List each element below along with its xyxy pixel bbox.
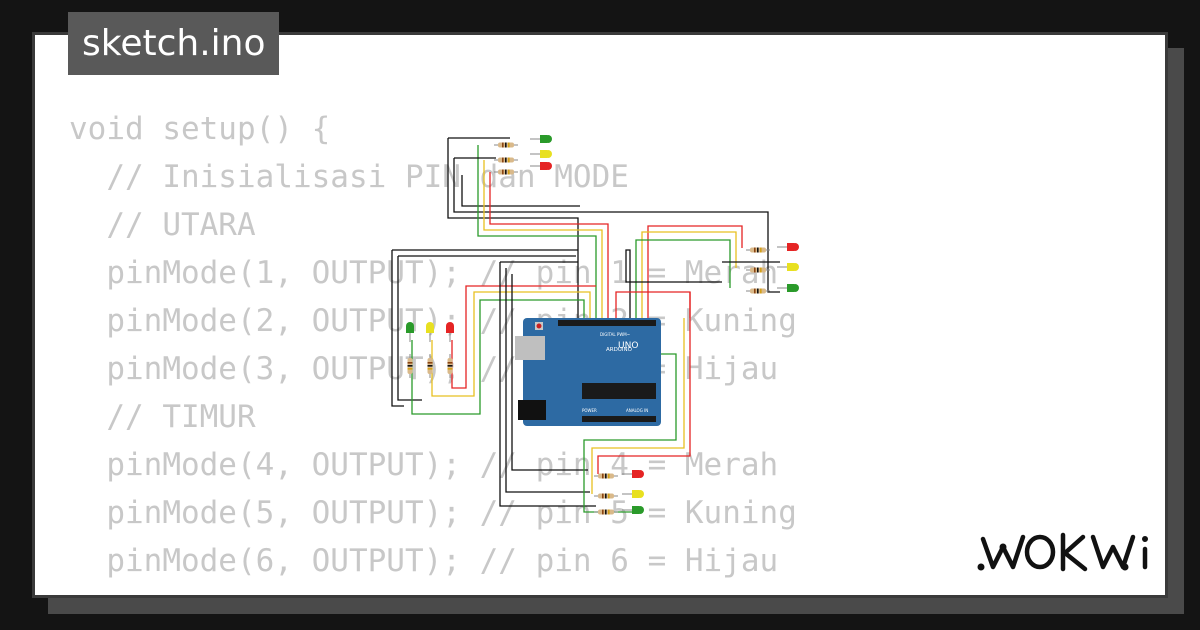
arduino-uno-board: DIGITAL PWM~ ARDUINO UNO POWER ANALOG IN <box>515 318 661 426</box>
reset-button-cap <box>536 323 542 329</box>
code-line: // UTARA <box>69 207 256 243</box>
led-body <box>540 150 547 158</box>
led-dome <box>426 322 434 330</box>
led-dome <box>446 322 454 330</box>
resistor-band <box>508 142 510 148</box>
resistor-band <box>760 267 762 273</box>
led-body <box>632 490 639 498</box>
resistor-band <box>602 509 604 515</box>
power-label: POWER <box>582 408 597 413</box>
digital-label: DIGITAL PWM~ <box>600 332 630 337</box>
resistor-band <box>407 365 413 367</box>
usb-connector <box>515 336 545 360</box>
led-dome <box>636 490 644 498</box>
code-line: pinMode(4, OUTPUT); // pin 4 = Merah <box>69 447 779 483</box>
sketch-file-tab[interactable]: sketch.ino <box>68 12 280 75</box>
resistor-band <box>427 365 433 367</box>
resistor-band <box>605 509 607 515</box>
board-brand: ARDUINO <box>606 347 633 353</box>
code-line: pinMode(1, OUTPUT); // pin 1 = Merah <box>69 255 779 291</box>
code-line: // Inisialisasi PIN dan MODE <box>69 159 629 195</box>
led-dome <box>791 284 799 292</box>
led-dome <box>544 135 552 143</box>
code-line: pinMode(6, OUTPUT); // pin 6 = Hijau <box>69 543 779 579</box>
resistor-band <box>754 267 756 273</box>
led-dome <box>406 322 414 330</box>
resistor-band <box>754 288 756 294</box>
led-body <box>787 243 794 251</box>
resistor-band <box>447 362 453 364</box>
analog-header <box>582 416 656 422</box>
led-dome <box>791 263 799 271</box>
resistor-band <box>608 473 610 479</box>
resistor-band <box>757 267 759 273</box>
digital-header <box>558 320 656 326</box>
code-line: pinMode(2, OUTPUT); // pin 2 = Kuning <box>69 303 797 339</box>
code-line: void setup() { <box>69 111 331 147</box>
resistor-band <box>508 157 510 163</box>
traffic-light-components <box>406 135 799 515</box>
microcontroller-chip <box>582 383 656 399</box>
led-dome <box>544 150 552 158</box>
led-body <box>540 135 547 143</box>
resistor-band <box>602 473 604 479</box>
resistor-band <box>605 493 607 499</box>
resistor-band <box>505 169 507 175</box>
code-line: pinMode(5, OUTPUT); // pin 5 = Kuning <box>69 495 797 531</box>
resistor-band <box>427 368 433 370</box>
analog-label: ANALOG IN <box>626 408 648 413</box>
led-dome <box>544 162 552 170</box>
led-dome <box>791 243 799 251</box>
code-line: // SELATAN <box>69 585 797 595</box>
resistor-band <box>754 247 756 253</box>
resistor-band <box>508 169 510 175</box>
resistor-band <box>757 247 759 253</box>
resistor-band <box>608 509 610 515</box>
resistor-band <box>407 362 413 364</box>
wires-south <box>499 261 691 513</box>
resistor-band <box>605 473 607 479</box>
resistor-band <box>608 493 610 499</box>
resistor-band <box>505 142 507 148</box>
wokwi-logo-icon <box>977 532 1148 572</box>
led-body <box>632 506 639 514</box>
wires-east <box>625 225 780 318</box>
code-preview: void setup() { // Inisialisasi PIN dan M… <box>69 105 797 595</box>
resistor-band <box>407 368 413 370</box>
resistor-band <box>757 288 759 294</box>
preview-card: void setup() { // Inisialisasi PIN dan M… <box>32 32 1168 598</box>
resistor-band <box>760 288 762 294</box>
resistor-band <box>602 493 604 499</box>
led-dome <box>636 506 644 514</box>
led-dome <box>636 470 644 478</box>
power-jack <box>518 400 546 420</box>
resistor-band <box>502 169 504 175</box>
led-body <box>632 470 639 478</box>
resistor-band <box>427 362 433 364</box>
resistor-band <box>447 368 453 370</box>
resistor-band <box>447 365 453 367</box>
led-body <box>787 263 794 271</box>
resistor-band <box>760 247 762 253</box>
resistor-band <box>502 157 504 163</box>
led-body <box>540 162 547 170</box>
code-line: // TIMUR <box>69 399 256 435</box>
led-body <box>787 284 794 292</box>
board-model: UNO <box>618 341 638 351</box>
resistor-band <box>505 157 507 163</box>
wires-north <box>447 137 769 318</box>
resistor-band <box>502 142 504 148</box>
